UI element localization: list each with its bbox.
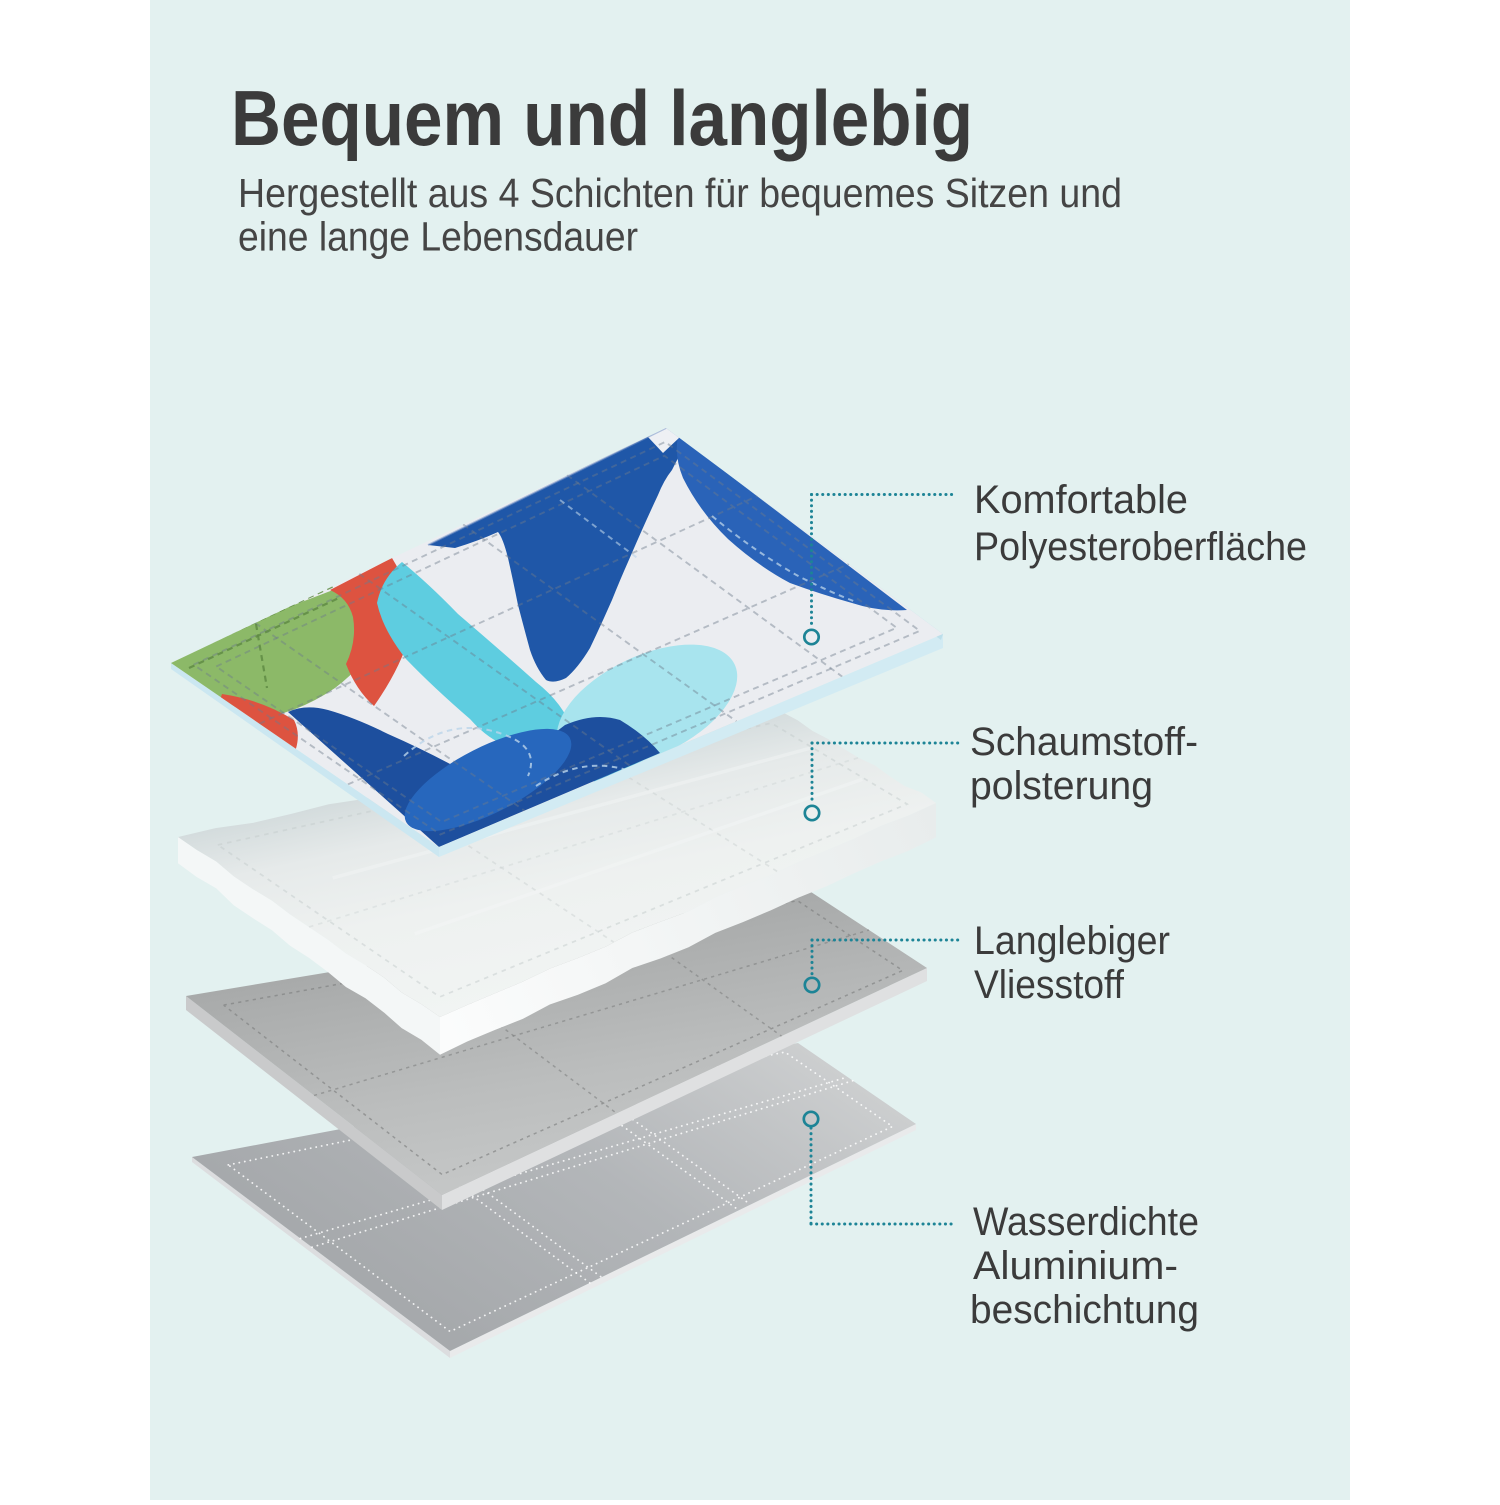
svg-text:Hergestellt aus 4 Schichten fü: Hergestellt aus 4 Schichten für bequemes… bbox=[238, 170, 1122, 216]
svg-text:Vliesstoff: Vliesstoff bbox=[974, 963, 1125, 1007]
svg-text:Langlebiger: Langlebiger bbox=[974, 919, 1170, 963]
svg-text:Wasserdichte: Wasserdichte bbox=[973, 1200, 1199, 1244]
svg-text:eine lange Lebensdauer: eine lange Lebensdauer bbox=[238, 214, 638, 260]
svg-text:Bequem und langlebig: Bequem und langlebig bbox=[231, 74, 973, 162]
svg-text:Aluminium-: Aluminium- bbox=[973, 1244, 1178, 1288]
svg-text:Komfortable: Komfortable bbox=[974, 478, 1188, 522]
svg-text:Polyesteroberfläche: Polyesteroberfläche bbox=[974, 525, 1307, 569]
svg-text:beschichtung: beschichtung bbox=[970, 1288, 1199, 1332]
svg-text:polsterung: polsterung bbox=[970, 764, 1153, 808]
svg-text:Schaumstoff-: Schaumstoff- bbox=[970, 720, 1198, 764]
